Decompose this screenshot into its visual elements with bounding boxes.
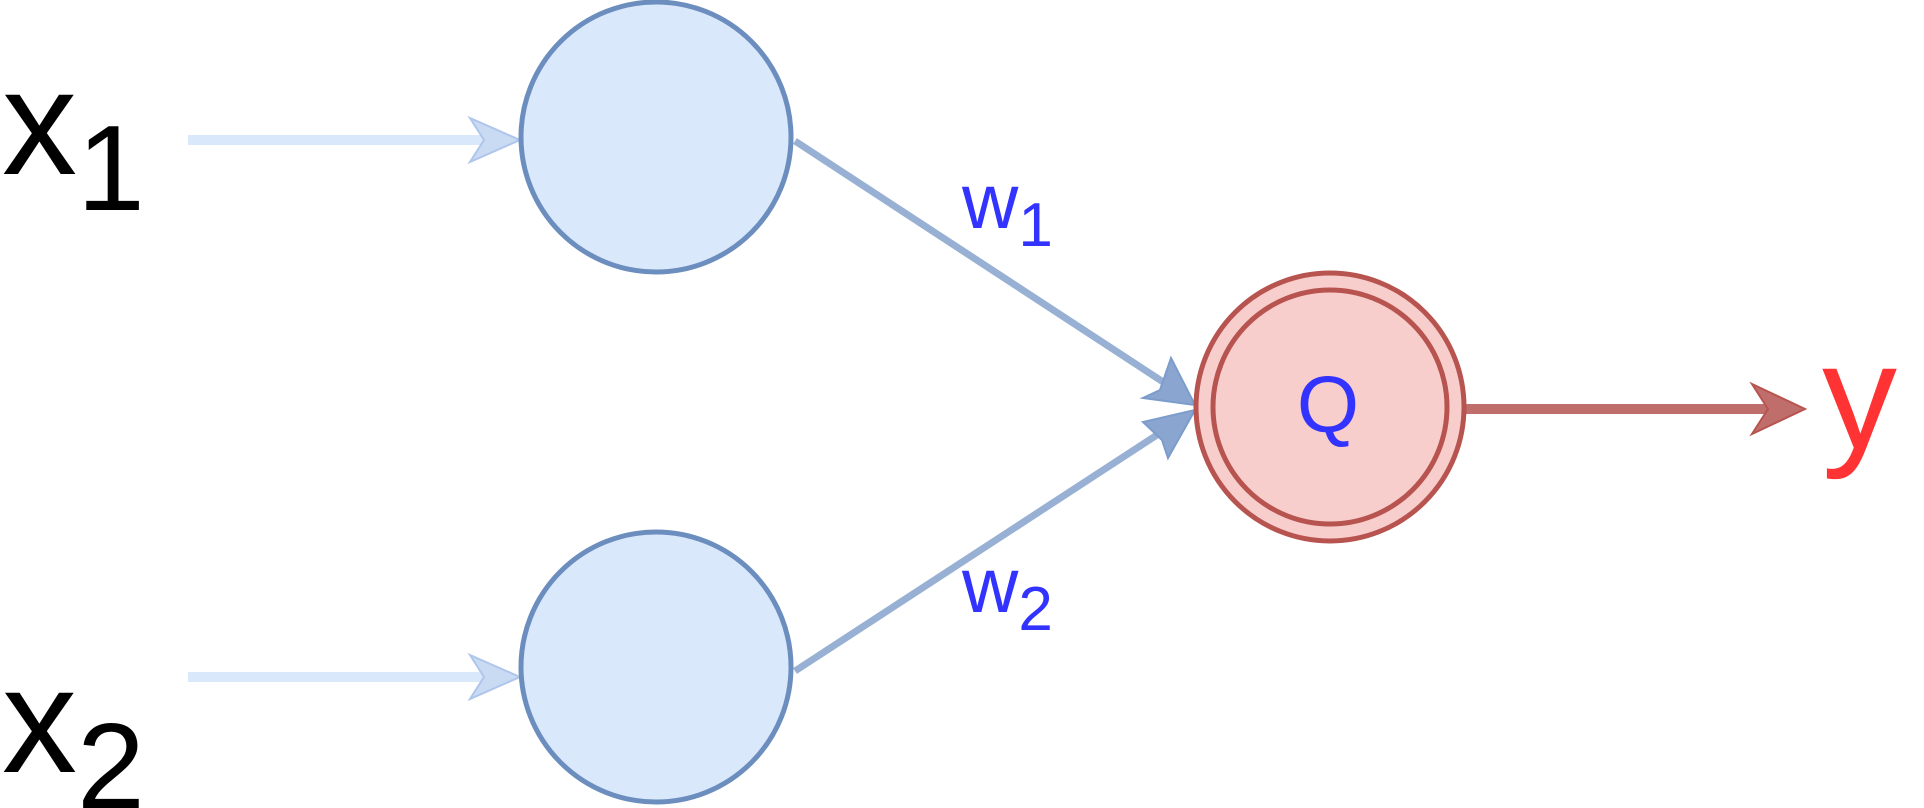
weighted-arrow-2 (793, 408, 1197, 674)
weight-label-w1: w1 (961, 157, 1053, 260)
output-label-y: y (1822, 312, 1897, 480)
weight-label-w1-sub: 1 (1018, 191, 1052, 260)
input-arrow-x1 (188, 115, 523, 165)
input-label-x1-var: x (2, 38, 77, 206)
weighted-arrow-1 (793, 138, 1197, 407)
input-label-x2: x2 (2, 636, 145, 808)
weight-label-w1-var: w (961, 157, 1019, 245)
input-node-2 (518, 529, 794, 805)
input-label-x1: x1 (2, 38, 145, 236)
output-node-label: Q (1297, 360, 1359, 449)
input-label-x2-var: x (2, 636, 77, 804)
input-arrow-x2 (188, 652, 523, 702)
input-label-x2-sub: 2 (77, 698, 145, 808)
output-arrow (1465, 381, 1808, 437)
input-node-1 (518, 0, 794, 275)
weight-label-w2-var: w (961, 541, 1019, 629)
weight-label-w2: w2 (961, 541, 1053, 644)
output-node: Q (1193, 270, 1467, 544)
weight-label-w2-sub: 2 (1018, 575, 1052, 644)
input-label-x1-sub: 1 (77, 100, 145, 236)
